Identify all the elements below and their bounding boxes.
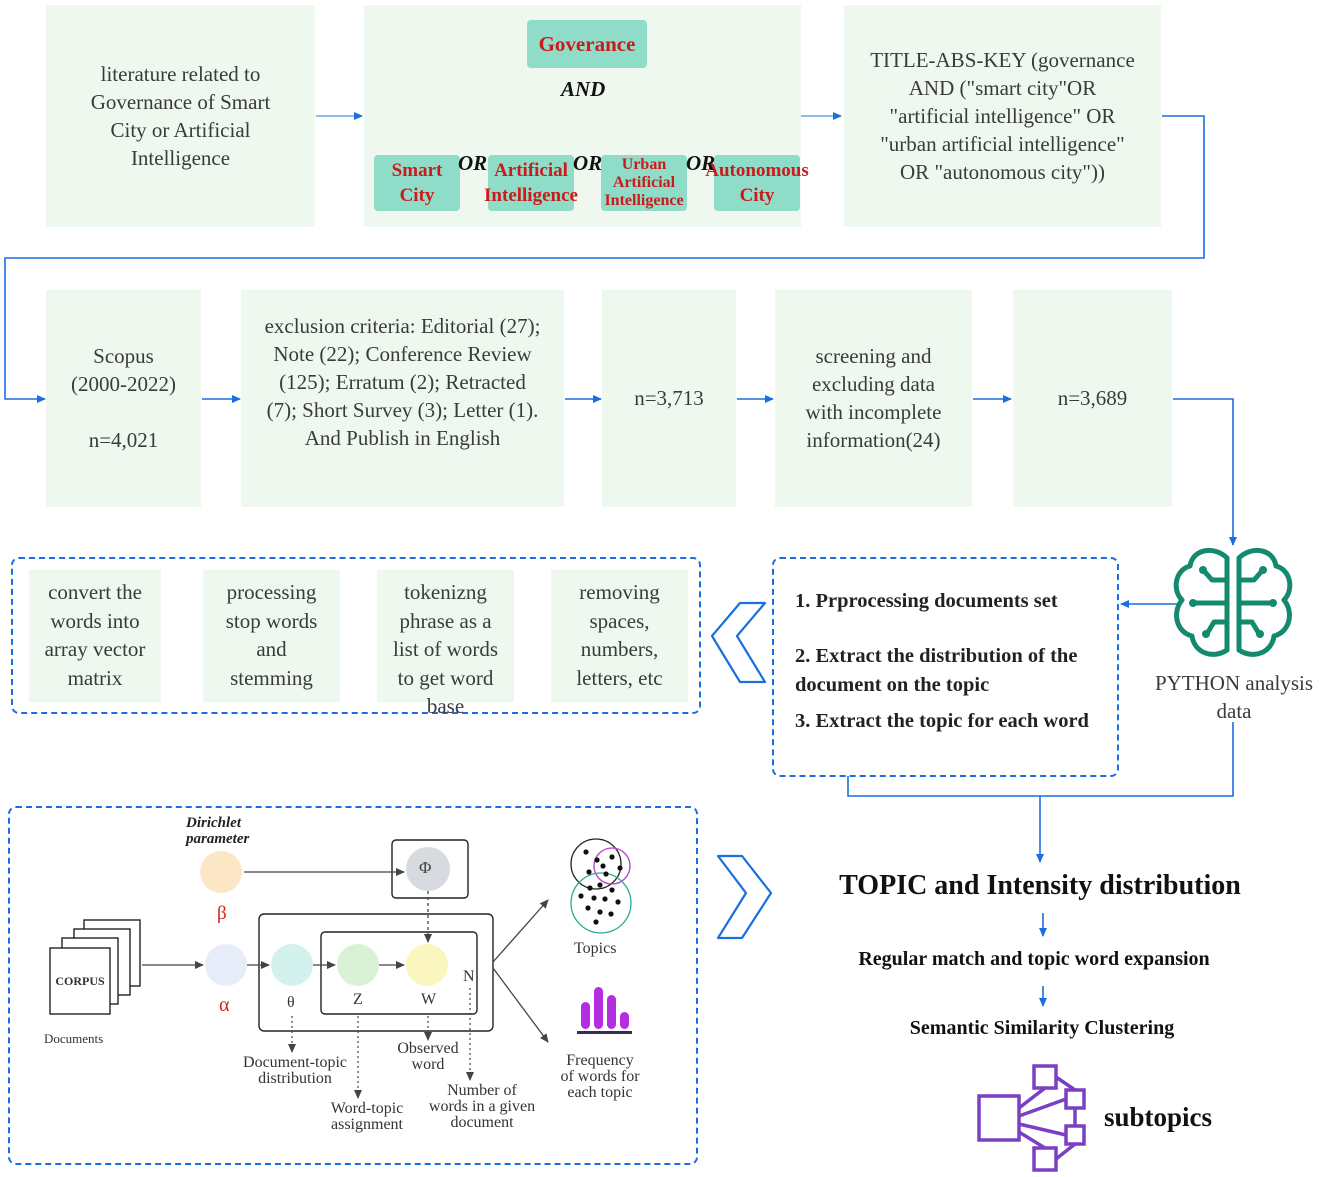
governance-node: Goverance — [527, 20, 647, 68]
scopus-box: Scopus (2000-2022) n=4,021 — [46, 290, 201, 507]
topics-bubble-3 — [570, 872, 632, 934]
network-icon — [977, 1064, 1086, 1172]
phi-symbol: Φ — [419, 858, 432, 877]
query-box: TITLE-ABS-KEY (governance AND ("smart ci… — [844, 5, 1161, 227]
step-1: 1. Prprocessing documents set — [795, 590, 1058, 612]
arrow-3689-to-python — [1173, 398, 1237, 546]
and-label: AND — [561, 77, 606, 101]
subtopics-label: subtopics — [1104, 1102, 1213, 1132]
python-brain-icon — [1173, 548, 1293, 657]
regular-match-text: Regular match and topic word expansion — [858, 948, 1210, 970]
or-label-3: OR — [686, 151, 716, 175]
corpus-label: CORPUS — [55, 974, 105, 988]
or-label-2: OR — [573, 151, 603, 175]
observed-label: Observed word — [397, 1040, 459, 1073]
convert-box: convert the words into array vector matr… — [29, 570, 161, 702]
arrow-query-to-scopus — [4, 115, 1205, 403]
literature-text: literature related to Governance of Smar… — [90, 62, 271, 170]
lda-group — [8, 806, 698, 1165]
smart-city-node: Smart City — [374, 155, 460, 211]
removing-box: removing spaces, numbers, letters, etc — [551, 570, 688, 702]
beta-symbol: β — [217, 903, 227, 924]
topics-label: Topics — [574, 940, 617, 957]
w-symbol: W — [421, 991, 437, 1008]
urban-ai-node: Urban Artificial Intelligence — [601, 155, 687, 211]
alpha-symbol: α — [219, 994, 230, 1016]
literature-box: literature related to Governance of Smar… — [46, 5, 315, 227]
n3713-text: n=3,713 — [634, 386, 704, 410]
scopus-years: (2000-2022) — [71, 372, 176, 396]
phi-node — [406, 847, 450, 891]
python-label: PYTHON analysis data — [1154, 671, 1314, 723]
doc-topic-label: Document-topic distribution — [243, 1054, 347, 1087]
stopwords-box: processing stop words and stemming — [203, 570, 340, 702]
topics-bubble-1 — [570, 838, 622, 890]
chevron-left-shape — [710, 601, 767, 684]
n3689-text: n=3,689 — [1057, 386, 1128, 410]
autonomous-city-node: Autonomous City — [705, 155, 809, 211]
tokenize-text: tokenizng phrase as a list of words to g… — [393, 580, 498, 718]
steps-group — [772, 557, 1119, 777]
z-node — [337, 944, 379, 986]
documents-label: Documents — [44, 1031, 104, 1046]
theta-symbol: θ — [287, 994, 295, 1011]
z-symbol: Z — [353, 991, 363, 1008]
n3713-box: n=3,713 — [602, 290, 736, 507]
n-symbol: N — [463, 968, 475, 985]
scopus-count: n=4,021 — [88, 428, 159, 452]
tokenize-box: tokenizng phrase as a list of words to g… — [377, 570, 514, 718]
artificial-intelligence-node: Artificial Intelligence — [484, 155, 578, 211]
dirichlet-label: Dirichlet parameter — [186, 815, 250, 847]
step-2: 2. Extract the distribution of the docum… — [795, 645, 1078, 696]
step-3: 3. Extract the topic for each word — [795, 710, 1089, 732]
topics-bubble-2 — [593, 847, 631, 885]
alpha-node — [205, 944, 247, 986]
exclusion-text: exclusion criteria: Editorial (27); Note… — [264, 314, 541, 450]
frequency-label: Frequency of words for each topic — [560, 1052, 640, 1101]
screening-text: screening and excluding data with incomp… — [805, 344, 942, 452]
frequency-bars-icon — [577, 987, 632, 1034]
chevron-right-shape — [716, 854, 773, 940]
removing-text: removing spaces, numbers, letters, etc — [576, 580, 663, 690]
n3689-box: n=3,689 — [1013, 290, 1172, 507]
num-words-label: Number of words in a given document — [428, 1082, 536, 1131]
convert-text: convert the words into array vector matr… — [44, 580, 146, 690]
stopwords-text: processing stop words and stemming — [225, 580, 318, 690]
topic-intensity-heading: TOPIC and Intensity distribution — [839, 870, 1241, 901]
lda-plate-diagram — [49, 838, 632, 1099]
exclusion-box: exclusion criteria: Editorial (27); Note… — [241, 290, 564, 507]
word-topic-label: Word-topic assignment — [330, 1100, 404, 1133]
screening-box: screening and excluding data with incomp… — [775, 290, 972, 507]
w-node — [406, 944, 448, 986]
or-label-1: OR — [458, 151, 488, 175]
theta-node — [271, 944, 313, 986]
query-text: TITLE-ABS-KEY (governance AND ("smart ci… — [870, 48, 1135, 184]
preprocessing-group — [11, 557, 701, 714]
semantic-clustering-text: Semantic Similarity Clustering — [909, 1017, 1175, 1039]
beta-node — [200, 851, 242, 893]
scopus-title: Scopus — [93, 344, 154, 368]
